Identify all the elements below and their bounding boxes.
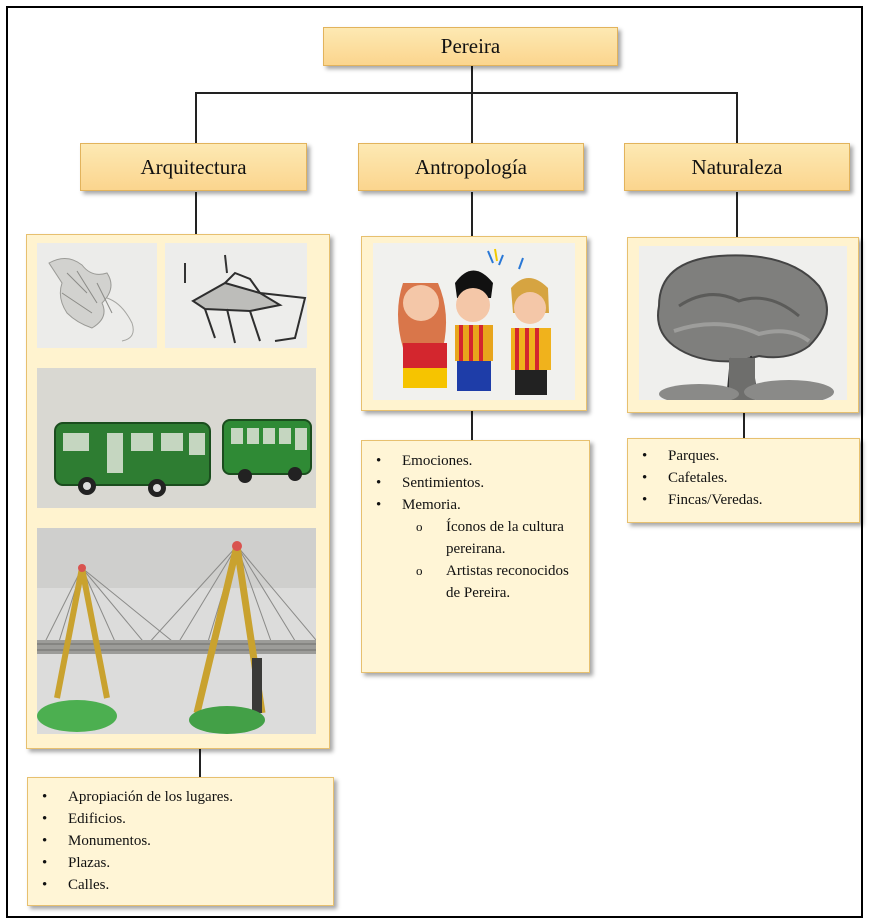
memoria-sublist: Íconos de la cultura pereirana. Artistas…	[402, 516, 579, 604]
antropologia-list: Emociones. Sentimientos. Memoria. Íconos…	[372, 450, 579, 604]
connector-arquitectura-panel	[195, 192, 197, 235]
node-arquitectura: Arquitectura	[80, 143, 307, 191]
list-item: Sentimientos.	[376, 472, 579, 494]
connector-antropologia-up	[471, 92, 473, 144]
connector-antropologia-panel	[471, 192, 473, 237]
connector-naturaleza-up	[736, 92, 738, 144]
antropologia-list-box: Emociones. Sentimientos. Memoria. Íconos…	[361, 440, 590, 673]
list-item: Apropiación de los lugares.	[42, 786, 323, 808]
tree-drawing	[639, 246, 847, 400]
node-antropologia: Antropología	[358, 143, 584, 191]
naturaleza-list-box: Parques. Cafetales. Fincas/Veredas.	[627, 438, 860, 523]
green-buses-drawing	[37, 368, 316, 508]
sketch-buildings-drawing	[37, 243, 157, 348]
list-item: Calles.	[42, 874, 323, 896]
list-item: Memoria. Íconos de la cultura pereirana.…	[376, 494, 579, 604]
root-label: Pereira	[440, 34, 501, 58]
sketch-monument-drawing	[165, 243, 307, 348]
connector-antropologia-list	[471, 410, 473, 440]
list-item: Edificios.	[42, 808, 323, 830]
list-item-label: Memoria.	[402, 497, 461, 513]
arquitectura-list: Apropiación de los lugares. Edificios. M…	[38, 786, 323, 896]
connector-naturaleza-list	[743, 412, 745, 439]
connector-root-down	[471, 66, 473, 93]
list-item: Cafetales.	[642, 467, 849, 489]
list-item: Plazas.	[42, 852, 323, 874]
connector-arquitectura-list	[199, 748, 201, 778]
sublist-item: Íconos de la cultura pereirana.	[416, 516, 579, 560]
list-item: Parques.	[642, 445, 849, 467]
naturaleza-list: Parques. Cafetales. Fincas/Veredas.	[638, 445, 849, 511]
connector-arquitectura-up	[195, 92, 197, 144]
node-arquitectura-label: Arquitectura	[140, 154, 247, 179]
children-drawing	[373, 243, 575, 400]
list-item: Emociones.	[376, 450, 579, 472]
node-naturaleza: Naturaleza	[624, 143, 850, 191]
node-antropologia-label: Antropología	[415, 154, 527, 179]
connector-naturaleza-panel	[736, 192, 738, 237]
arquitectura-list-box: Apropiación de los lugares. Edificios. M…	[27, 777, 334, 906]
list-item: Fincas/Veredas.	[642, 489, 849, 511]
connector-horizontal	[195, 92, 738, 94]
cable-bridge-drawing	[37, 528, 316, 734]
node-naturaleza-label: Naturaleza	[691, 154, 783, 179]
list-item: Monumentos.	[42, 830, 323, 852]
root-node-pereira: Pereira	[323, 27, 618, 66]
sublist-item: Artistas reconocidos de Pereira.	[416, 560, 579, 604]
